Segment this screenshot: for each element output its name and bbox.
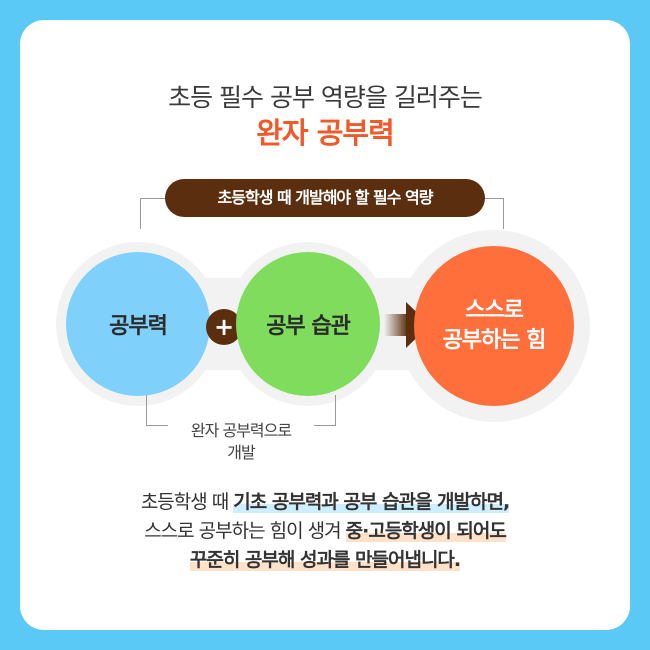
self-study-power-circle: 스스로 공부하는 힘 — [414, 246, 574, 406]
bottom-label-line2: 개발 — [227, 443, 255, 462]
bottom-label-line1: 완자 공부력으로 — [190, 421, 292, 440]
description-line-3-highlight: 꾸준히 공부해 성과를 만들어냅니다. — [189, 549, 461, 571]
essential-skills-label: 초등학생 때 개발해야 할 필수 역량 — [165, 179, 485, 217]
description-line-2-plain: 스스로 공부하는 힘이 생겨 — [144, 520, 346, 542]
page-subtitle: 초등 필수 공부 역량을 길러주는 — [168, 83, 483, 112]
description-line-2-highlight: 중·고등학생이 되어도 — [345, 520, 507, 542]
study-habit-circle: 공부 습관 — [236, 252, 380, 396]
description-line-2: 스스로 공부하는 힘이 생겨 중·고등학생이 되어도 — [0, 517, 650, 546]
bottom-bracket-label: 완자 공부력으로 개발 — [168, 420, 314, 464]
description-text: 초등학생 때 기초 공부력과 공부 습관을 개발하면, 스스로 공부하는 힘이 … — [0, 488, 650, 575]
study-habit-label: 공부 습관 — [266, 314, 351, 339]
self-study-label-line2: 공부하는 힘 — [442, 328, 547, 353]
description-line-1-highlight: 기초 공부력과 공부 습관을 개발하면, — [233, 491, 510, 513]
study-ability-circle: 공부력 — [66, 252, 210, 396]
page-title: 완자 공부력 — [256, 116, 395, 150]
study-ability-label: 공부력 — [109, 314, 168, 339]
description-line-1: 초등학생 때 기초 공부력과 공부 습관을 개발하면, — [0, 488, 650, 517]
description-line-3: 꾸준히 공부해 성과를 만들어냅니다. — [0, 546, 650, 575]
self-study-label-line1: 스스로 — [465, 298, 524, 323]
description-line-1-plain: 초등학생 때 — [140, 491, 234, 513]
